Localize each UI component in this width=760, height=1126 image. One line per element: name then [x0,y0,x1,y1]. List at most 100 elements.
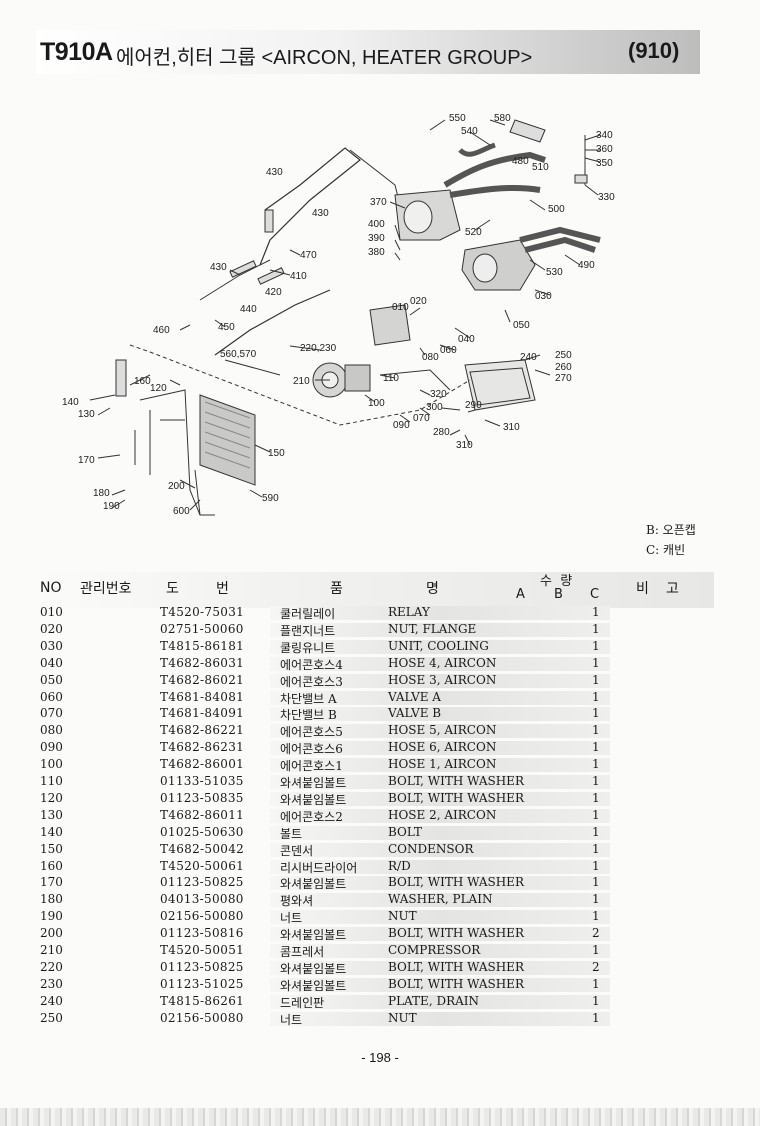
quantity-c: 1 [592,757,600,772]
callout-label: 110 [383,373,399,384]
row-number: 150 [40,841,63,856]
callout-label: 560,570 [220,349,257,360]
callout-label: 240 [520,352,537,363]
callout-label: 410 [290,271,307,282]
korean-name: 콤프레서 [280,945,325,959]
row-number: 020 [40,621,63,636]
callout-label: 180 [93,488,110,499]
row-scan-shading [270,825,610,840]
callout-label: 150 [268,448,285,459]
part-number: T4681-84081 [160,689,245,704]
scan-edge-artifact [0,1108,760,1126]
row-number: 090 [40,740,63,755]
callout-label: 160 [134,376,151,387]
callout-label: 080 [422,352,439,363]
col-header-qty-c: C [590,587,600,602]
english-name: NUT [388,1010,417,1025]
korean-name: 와셔붙임볼트 [280,776,347,790]
english-name: HOSE 5, AIRCON [388,723,497,738]
callout-label: 280 [433,427,450,438]
row-scan-shading [270,960,610,975]
quantity-c: 1 [592,892,600,907]
callout-label: 060 [440,345,457,356]
callout-label: 140 [62,397,79,408]
korean-name: 너트 [280,911,303,926]
row-scan-shading [270,893,610,908]
callout-label: 350 [596,158,613,169]
callout-label: 440 [240,304,257,315]
row-number: 060 [40,689,63,704]
callout-label: 210 [293,376,310,387]
callout-label: 030 [535,291,552,302]
row-number: 210 [40,943,63,957]
english-name: NUT, FLANGE [388,621,477,636]
row-number: 220 [40,959,63,974]
parts-table-header [34,572,714,608]
row-scan-shading [270,622,610,637]
quantity-c: 2 [592,959,600,974]
part-number: 01123-50816 [160,926,244,941]
part-number: T4682-86031 [160,655,245,670]
row-number: 200 [40,926,63,941]
row-scan-shading [270,690,610,705]
row-scan-shading [270,639,610,654]
callout-label: 370 [370,197,387,208]
english-name: BOLT, WITH WASHER [388,774,524,788]
english-name: NUT [388,909,417,924]
korean-name: 리시버드라이어 [280,860,358,875]
callout-label: 460 [153,325,170,336]
quantity-c: 1 [592,1010,600,1025]
korean-name: 볼트 [280,826,303,841]
korean-name: 와셔붙임볼트 [280,792,347,807]
korean-name: 플랜지너트 [280,623,336,638]
row-number: 040 [40,655,63,670]
quantity-c: 1 [592,638,600,653]
part-number: 01123-50835 [160,790,244,805]
callout-label: 490 [578,260,595,271]
korean-name: 에어콘호스1 [280,759,343,774]
quantity-c: 1 [592,774,600,788]
part-number: T4520-50061 [160,858,245,873]
korean-name: 너트 [280,1012,303,1027]
callout-label: 190 [103,501,120,512]
row-scan-shading [270,910,610,925]
col-header-remarks-2: 고 [666,581,679,597]
korean-name: 콘덴서 [280,843,314,858]
part-number: T4682-86011 [160,807,245,822]
english-name: HOSE 4, AIRCON [388,655,497,670]
quantity-c: 2 [592,926,600,941]
row-scan-shading [270,775,610,789]
callout-label: 540 [461,126,478,137]
part-number: T4520-75031 [160,605,245,619]
quantity-c: 1 [592,858,600,873]
callout-label: 130 [78,409,95,420]
korean-name: 와셔붙임볼트 [280,877,347,892]
row-number: 170 [40,875,63,890]
callout-label: 310 [456,440,473,451]
callout-label: 250 [555,350,572,361]
callout-label: 270 [555,373,572,384]
row-scan-shading [270,791,610,806]
callout-label: 480 [512,156,529,167]
callout-label: 470 [300,250,317,261]
part-number: T4682-86001 [160,757,245,772]
row-scan-shading [270,859,610,874]
callout-label: 430 [266,167,283,178]
english-name: COMPRESSOR [388,943,481,957]
english-name: HOSE 3, AIRCON [388,672,497,687]
part-number: 01123-50825 [160,959,244,974]
row-scan-shading [270,606,610,620]
callout-label: 100 [368,398,385,409]
row-number: 190 [40,909,63,924]
row-number: 140 [40,824,63,839]
